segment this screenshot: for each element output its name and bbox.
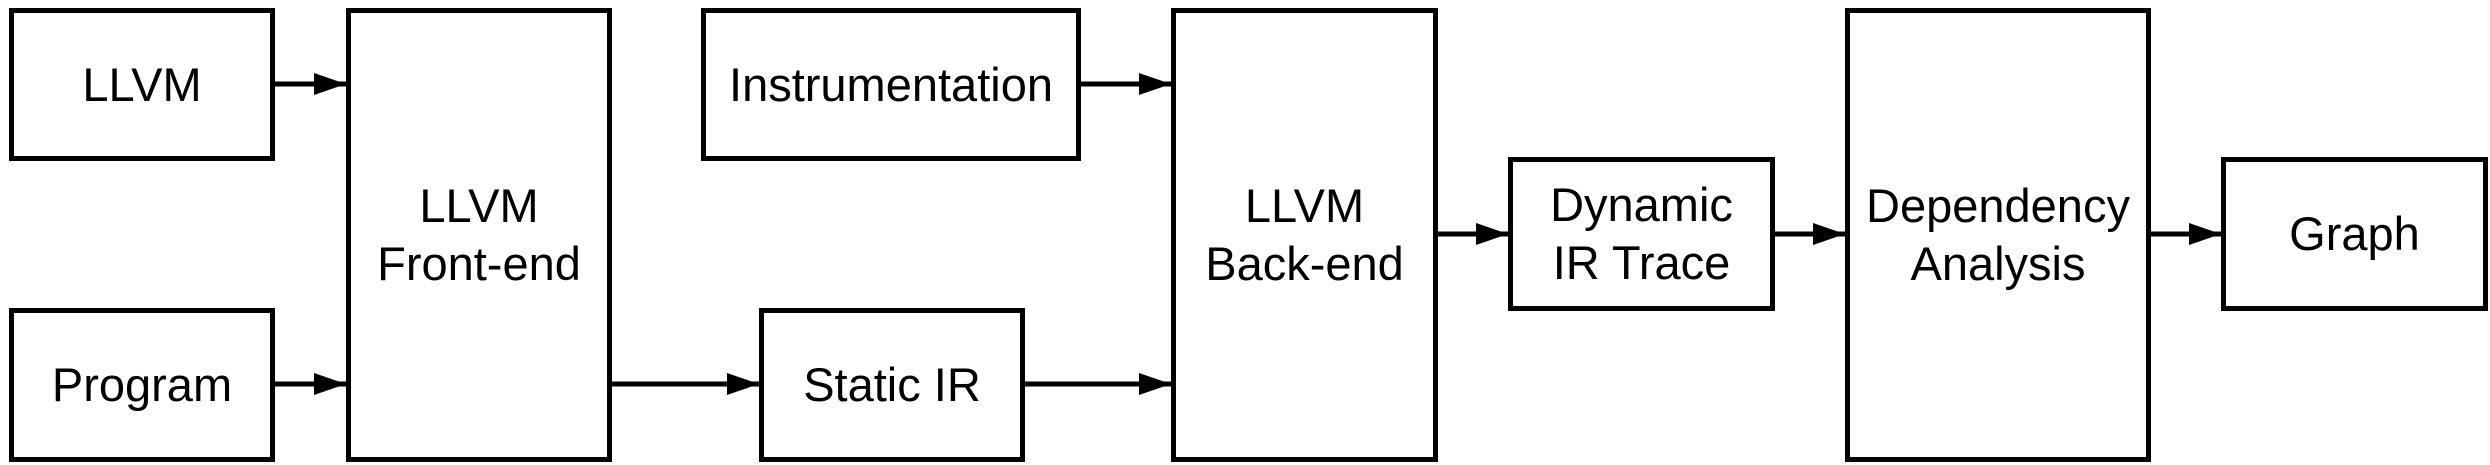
node-static-ir: Static IR	[759, 308, 1025, 462]
node-program: Program	[9, 308, 275, 462]
node-llvm-back-end: LLVM Back-end	[1171, 8, 1438, 462]
node-label: Program	[51, 358, 233, 411]
node-label: LLVM Back-end	[1205, 179, 1404, 290]
node-label: Static IR	[803, 358, 981, 411]
node-label: Dependency Analysis	[1866, 179, 2130, 290]
node-llvm-front-end: LLVM Front-end	[346, 8, 612, 462]
node-label: Graph	[2289, 207, 2420, 260]
node-llvm: LLVM	[9, 8, 275, 161]
node-label: Dynamic IR Trace	[1550, 178, 1733, 289]
node-label: LLVM	[82, 57, 202, 111]
node-instrumentation: Instrumentation	[701, 8, 1081, 161]
node-label: Instrumentation	[729, 57, 1053, 111]
node-label: LLVM Front-end	[377, 179, 581, 290]
node-dependency-analysis: Dependency Analysis	[1845, 8, 2151, 462]
node-dynamic-ir-trace: Dynamic IR Trace	[1508, 157, 1775, 311]
node-graph: Graph	[2221, 157, 2488, 311]
